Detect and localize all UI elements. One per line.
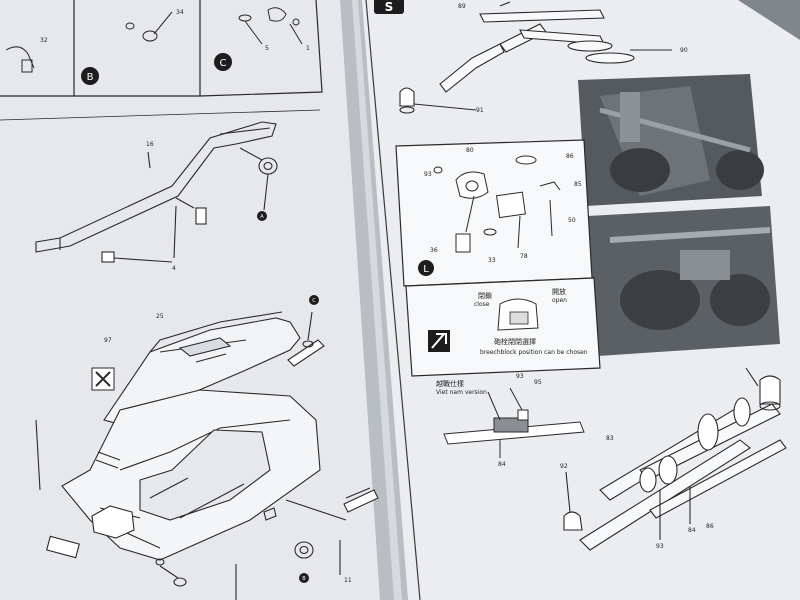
assembly-marker-c: C [309, 295, 319, 305]
part-number-label: 4 [172, 265, 176, 272]
part-number-label: 5 [265, 45, 269, 52]
part-number-label: 78 [520, 253, 528, 260]
part-number-label: S [385, 0, 394, 14]
part-number-label: B [302, 576, 306, 582]
reference-photo-bottom [588, 206, 780, 356]
part-number-label: 36 [430, 247, 438, 254]
assembly-marker-b: B [299, 573, 309, 583]
carriage-assembly-drawing [35, 311, 379, 600]
top-trail-parts-drawing [399, 1, 672, 114]
part-number-label: 91 [476, 107, 484, 114]
part-number-label: 85 [574, 181, 582, 188]
right-page-frame [365, 0, 421, 600]
part-number-label: 97 [104, 337, 112, 344]
vietnam-version-label: Viet nam version [436, 389, 487, 396]
part-number-label: 93 [424, 171, 432, 178]
close-label-cjk: 閉鎖 [478, 291, 492, 300]
part-number-label: 84 [688, 527, 696, 534]
part-number-label: 90 [680, 47, 688, 54]
part-number-label: 92 [560, 463, 568, 470]
substep-c-marker: C [214, 53, 232, 71]
breech-parts-drawing [433, 155, 561, 253]
part-number-label: 83 [606, 435, 614, 442]
part-number-label: 84 [498, 461, 506, 468]
breech-option-box [405, 277, 601, 377]
cement-tool-icon [91, 367, 115, 391]
vietnam-version-inset [443, 387, 585, 458]
step-s-marker: S [374, 0, 404, 14]
part-number-label: B [87, 72, 94, 83]
part-number-label: 89 [458, 3, 466, 10]
close-label: close [474, 301, 490, 308]
open-label: open [552, 297, 567, 304]
open-label-cjk: 開放 [552, 287, 566, 296]
part-number-label: C [312, 298, 316, 304]
part-number-label: 25 [156, 313, 164, 320]
part-number-label: 32 [40, 37, 48, 44]
part-number-label: 93 [516, 373, 524, 380]
part-number-label: 33 [488, 257, 496, 264]
left-top-boxes [0, 0, 323, 121]
part-number-label: L [423, 264, 429, 275]
part-number-label: 16 [146, 141, 154, 148]
bottom-trail-assembly-drawing [563, 367, 787, 551]
trail-marker-a: A [257, 211, 267, 221]
part-number-label: 1 [306, 45, 310, 52]
vietnam-version-cjk: 越戰仕樣 [436, 379, 464, 388]
breechblock-note-cjk: 砲栓閉閉選擇 [494, 337, 536, 346]
part-number-label: 86 [706, 523, 714, 530]
part-number-label: A [260, 214, 264, 220]
part-number-label: 93 [656, 543, 664, 550]
substep-b-marker: B [81, 67, 99, 85]
part-number-label: 34 [176, 9, 184, 16]
trail-leg-drawing [35, 121, 278, 263]
top-box-parts [5, 7, 303, 73]
part-number-label: 80 [466, 147, 474, 154]
part-number-label: 86 [566, 153, 574, 160]
reference-photo-top [578, 74, 764, 206]
breechblock-note: breechblock position can be chosen [480, 349, 588, 356]
breech-marker-l: L [418, 260, 434, 276]
part-number-label: 50 [568, 217, 576, 224]
part-number-label: 95 [534, 379, 542, 386]
gutter-highlight [352, 0, 402, 600]
part-number-label: 11 [344, 577, 352, 584]
part-number-label: C [220, 58, 227, 69]
